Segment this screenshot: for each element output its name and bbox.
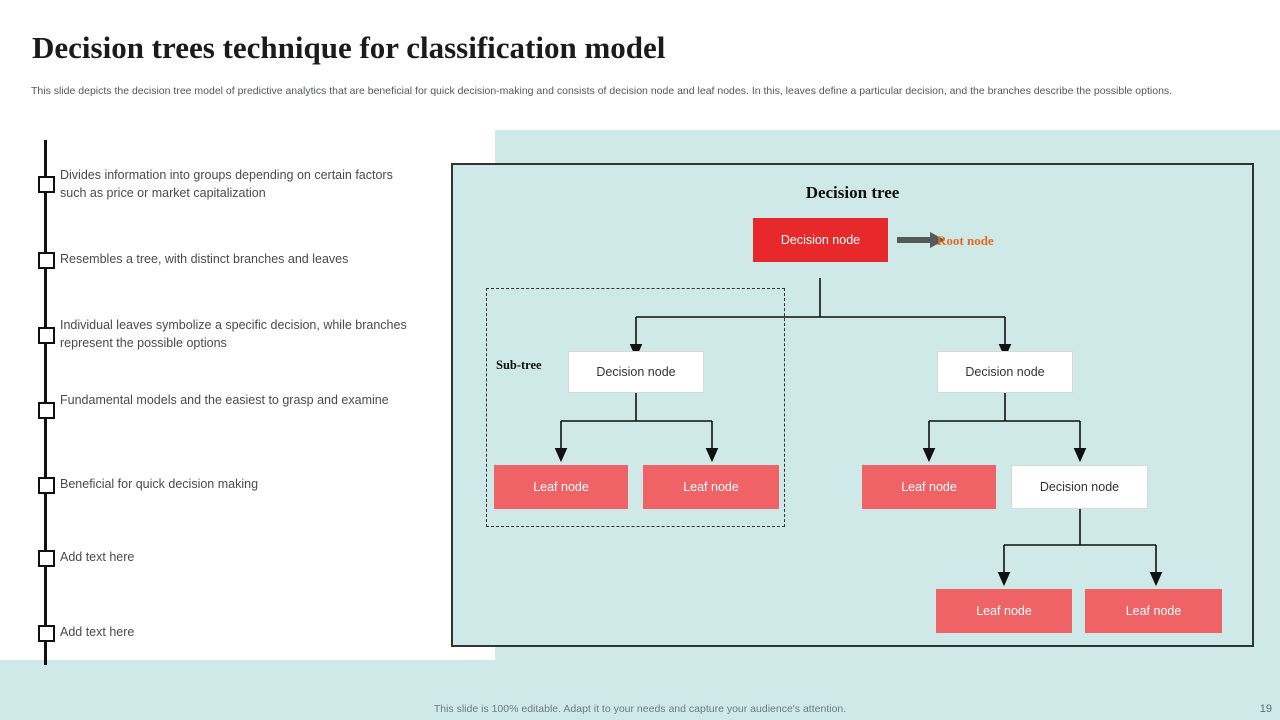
root-node-label: Root node bbox=[937, 233, 994, 248]
bullet-marker-4 bbox=[38, 402, 55, 419]
bullet-text-7: Add text here bbox=[60, 625, 135, 639]
subtree-box bbox=[486, 288, 785, 527]
bullet-text-4: Fundamental models and the easiest to gr… bbox=[60, 393, 389, 407]
node-decision-right[interactable]: Decision node bbox=[937, 351, 1073, 393]
page-number: 19 bbox=[1259, 703, 1272, 715]
node-decision-sub[interactable]: Decision node bbox=[1011, 465, 1148, 509]
bullet-text-6: Add text here bbox=[60, 550, 135, 564]
node-decision-left[interactable]: Decision node bbox=[568, 351, 704, 393]
node-root-decision[interactable]: Decision node bbox=[753, 218, 888, 262]
bullet-text-3: Individual leaves symbolize a specific d… bbox=[60, 318, 407, 350]
decision-tree-diagram: Decision tree bbox=[451, 163, 1254, 647]
subtree-label: Sub-tree bbox=[496, 358, 542, 372]
bullet-text-5: Beneficial for quick decision making bbox=[60, 477, 259, 491]
page-subtitle: This slide depicts the decision tree mod… bbox=[31, 85, 1173, 97]
left-panel bbox=[0, 130, 495, 660]
node-leaf-1[interactable]: Leaf node bbox=[494, 465, 628, 509]
footer-note: This slide is 100% editable. Adapt it to… bbox=[433, 703, 847, 715]
node-leaf-4[interactable]: Leaf node bbox=[936, 589, 1072, 633]
node-leaf-5[interactable]: Leaf node bbox=[1085, 589, 1222, 633]
node-leaf-3[interactable]: Leaf node bbox=[862, 465, 996, 509]
diagram-title: Decision tree bbox=[805, 183, 900, 202]
bullet-text-1: Divides information into groups dependin… bbox=[60, 168, 393, 200]
page-title: Decision trees technique for classificat… bbox=[32, 30, 666, 65]
bullet-marker-5 bbox=[38, 477, 55, 494]
node-leaf-2[interactable]: Leaf node bbox=[643, 465, 779, 509]
bullet-marker-7 bbox=[38, 625, 55, 642]
root-node-arrow-icon bbox=[897, 232, 945, 248]
header-band bbox=[0, 0, 1280, 130]
bullet-marker-1 bbox=[38, 176, 55, 193]
bullet-marker-2 bbox=[38, 252, 55, 269]
bullet-text-2: Resembles a tree, with distinct branches… bbox=[60, 252, 349, 266]
bullet-marker-6 bbox=[38, 550, 55, 567]
bullet-marker-3 bbox=[38, 327, 55, 344]
